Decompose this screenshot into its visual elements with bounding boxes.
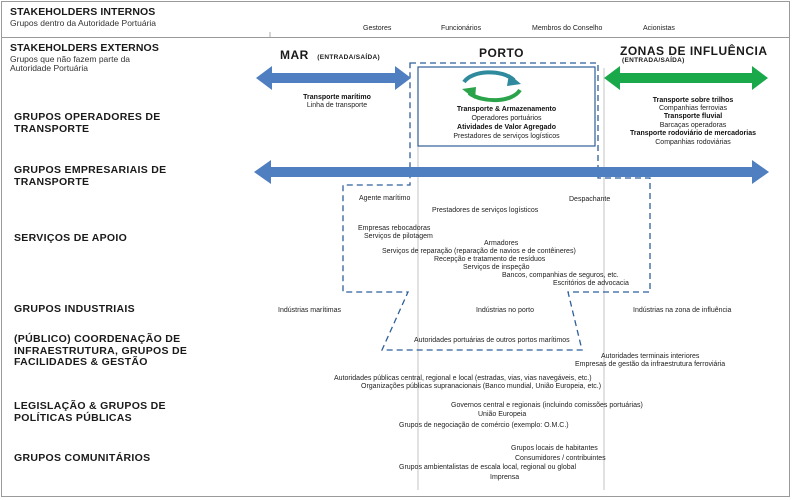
apoio-despachante: Despachante bbox=[569, 196, 611, 203]
apoio-reparacao: Serviços de reparação (reparação de navi… bbox=[382, 248, 576, 255]
externos-title: STAKEHOLDERS EXTERNOS bbox=[10, 42, 159, 54]
industrias-maritimas: Indústrias marítimas bbox=[278, 307, 342, 314]
zone-influencia-note: (ENTRADA/SAÍDA) bbox=[622, 57, 685, 64]
com-consumidores: Consumidores / contribuintes bbox=[515, 455, 606, 462]
com-imprensa: Imprensa bbox=[490, 474, 520, 481]
row-operadores-line2: TRANSPORTE bbox=[14, 122, 90, 135]
apoio-armadores: Armadores bbox=[484, 240, 519, 247]
coord-infra-ferroviaria: Empresas de gestão da infraestrutura fer… bbox=[575, 361, 726, 368]
coord-supranacionais: Organizações públicas supranacionais (Ba… bbox=[361, 383, 602, 390]
influencia-ferrovias: Companhias ferrovias bbox=[658, 105, 728, 112]
porto-prestadores-logisticos: Prestadores de serviços logísticos bbox=[453, 133, 560, 140]
row-legislacao-heading: LEGISLAÇÃO & GRUPOS DE POLÍTICAS PÚBLICA… bbox=[14, 400, 166, 424]
apoio-agente-maritimo: Agente marítimo bbox=[359, 195, 411, 202]
row-industriais-heading: GRUPOS INDUSTRIAIS bbox=[14, 303, 135, 315]
section-divider bbox=[2, 37, 789, 38]
externos-subtitle-1: Grupos que não fazem parte da bbox=[10, 54, 131, 64]
zone-mar-label: MAR bbox=[280, 48, 309, 62]
row-empresariais-line1: GRUPOS EMPRESARIAIS DE bbox=[14, 164, 167, 176]
leg-governos: Governos central e regionais (incluindo … bbox=[451, 402, 643, 409]
apoio-advocacia: Escritórios de advocacia bbox=[553, 280, 629, 287]
porto-box bbox=[417, 66, 596, 147]
industrias-zona-influencia: Indústrias na zona de influência bbox=[633, 307, 732, 314]
coord-autoridades-publicas: Autoridades públicas central, regional e… bbox=[334, 375, 592, 382]
row-apoio-heading: SERVIÇOS DE APOIO bbox=[14, 232, 128, 244]
column-funcionarios: Funcionários bbox=[441, 25, 482, 32]
row-empresariais-line2: TRANSPORTE bbox=[14, 175, 90, 188]
port-boundary-dashed bbox=[342, 62, 651, 351]
externos-subtitle-2: Autoridade Portuária bbox=[10, 63, 88, 73]
row-legislacao-line2: POLÍTICAS PÚBLICAS bbox=[14, 411, 132, 424]
cycle-icon bbox=[462, 70, 522, 103]
row-empresariais-heading: GRUPOS EMPRESARIAIS DE TRANSPORTE bbox=[14, 164, 167, 188]
mar-transporte-maritimo: Transporte marítimo bbox=[303, 94, 371, 101]
apoio-bancos: Bancos, companhias de seguros, etc. bbox=[502, 272, 619, 279]
row-operadores-line1: GRUPOS OPERADORES DE bbox=[14, 111, 161, 123]
leg-uniao-europeia: União Europeia bbox=[478, 411, 527, 418]
leg-negociacao-comercio: Grupos de negociação de comércio (exempl… bbox=[399, 422, 569, 429]
influencia-trilhos: Transporte sobre trilhos bbox=[652, 97, 734, 104]
internos-subtitle: Grupos dentro da Autoridade Portuária bbox=[10, 18, 157, 28]
mar-arrow bbox=[256, 66, 411, 90]
apoio-pilotagem: Serviços de pilotagem bbox=[364, 233, 433, 240]
zone-mar-note: (ENTRADA/SAÍDA) bbox=[317, 54, 380, 61]
row-coordenacao-heading: (PÚBLICO) COORDENAÇÃO DE INFRAESTRUTURA,… bbox=[14, 333, 188, 369]
influencia-fluvial: Transporte fluvial bbox=[663, 113, 723, 120]
com-locais: Grupos locais de habitantes bbox=[511, 445, 598, 452]
row-coordenacao-line3: FACILIDADES & GESTÃO bbox=[14, 356, 148, 368]
apoio-inspecao: Serviços de inspeção bbox=[463, 264, 530, 271]
row-legislacao-line1: LEGISLAÇÃO & GRUPOS DE bbox=[14, 400, 166, 412]
internos-title: STAKEHOLDERS INTERNOS bbox=[10, 6, 156, 18]
influencia-rodoviarias: Companhias rodoviárias bbox=[655, 139, 731, 146]
apoio-rebocadoras: Empresas rebocadoras bbox=[358, 225, 431, 232]
apoio-prestadores-logisticos: Prestadores de serviços logísticos bbox=[432, 207, 539, 214]
porto-transporte-armazenamento: Transporte & Armazenamento bbox=[456, 106, 557, 113]
coord-outros-portos: Autoridades portuárias de outros portos … bbox=[414, 337, 570, 344]
com-ambientalistas: Grupos ambientalistas de escala local, r… bbox=[399, 464, 577, 471]
coord-terminais-interiores: Autoridades terminais interiores bbox=[601, 353, 700, 360]
row-coordenacao-line2: INFRAESTRUTURA, GRUPOS DE bbox=[14, 344, 188, 357]
mar-linha-transporte: Linha de transporte bbox=[306, 102, 368, 109]
row-operadores-heading: GRUPOS OPERADORES DE TRANSPORTE bbox=[14, 111, 161, 135]
influencia-barcacas: Barcaças operadoras bbox=[659, 122, 727, 129]
zone-mar-header: MAR (ENTRADA/SAÍDA) bbox=[280, 46, 380, 64]
row-comunitarios-heading: GRUPOS COMUNITÁRIOS bbox=[14, 452, 151, 464]
influencia-rodoviario: Transporte rodoviário de mercadorias bbox=[629, 130, 757, 137]
industrias-porto: Indústrias no porto bbox=[476, 307, 534, 314]
zone-influencia-label: ZONAS DE INFLUÊNCIA bbox=[620, 44, 768, 58]
porto-operadores-portuarios: Operadores portuários bbox=[471, 115, 542, 122]
row-coordenacao-line1: (PÚBLICO) COORDENAÇÃO DE bbox=[14, 333, 181, 345]
column-acionistas: Acionistas bbox=[643, 25, 675, 32]
zone-porto-label: PORTO bbox=[479, 46, 524, 60]
empresariais-arrow bbox=[254, 160, 769, 184]
column-membros-conselho: Membros do Conselho bbox=[532, 25, 603, 32]
column-gestores: Gestores bbox=[363, 25, 392, 32]
influencia-arrow bbox=[604, 66, 768, 90]
apoio-residuos: Recepção e tratamento de resíduos bbox=[434, 256, 546, 263]
porto-valor-agregado: Atividades de Valor Agregado bbox=[457, 124, 556, 131]
